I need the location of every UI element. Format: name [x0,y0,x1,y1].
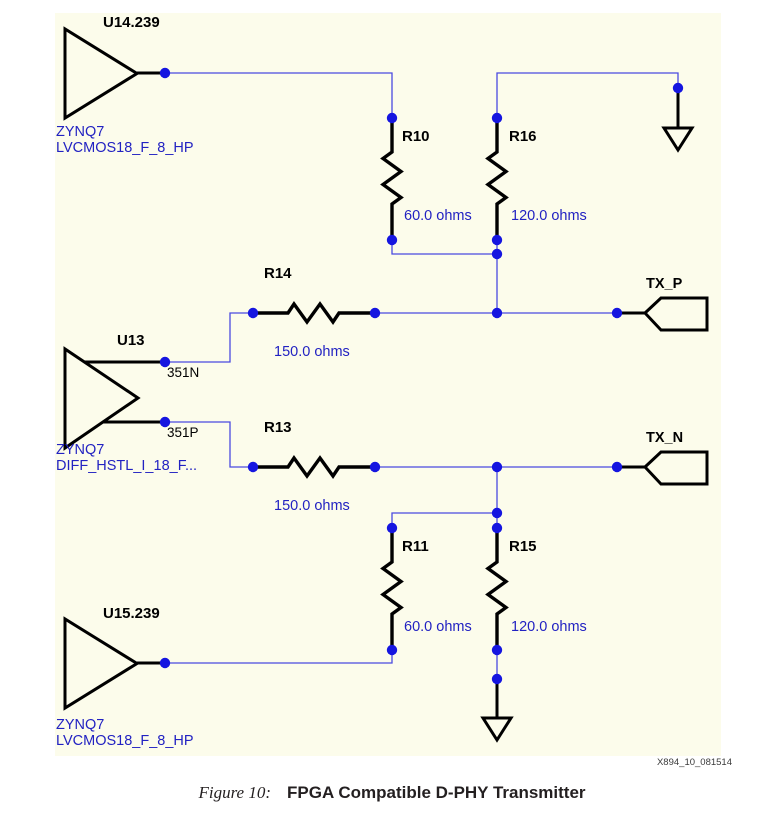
u14-iostandard: LVCMOS18_F_8_HP [56,140,194,156]
u14-properties: ZYNQ7 LVCMOS18_F_8_HP [56,124,194,156]
buffer-u14-symbol [63,26,162,121]
figure-watermark: X894_10_081514 [656,757,732,768]
resistor-r16-symbol [485,122,509,237]
r15-refdes: R15 [509,538,537,555]
u13-iostandard: DIFF_HSTL_I_18_F... [56,458,198,474]
u15-properties: ZYNQ7 LVCMOS18_F_8_HP [56,717,194,749]
figure-caption: Figure 10: FPGA Compatible D-PHY Transmit… [0,783,784,803]
r15-value: 120.0 ohms [511,619,587,635]
buffer-u15-symbol [63,616,162,711]
ground-top-icon [661,92,695,153]
net-txn-line [375,466,617,528]
net-351n-to-r14 [165,312,253,363]
resistor-r11-symbol [380,532,404,646]
port-txp-symbol [621,296,709,332]
r13-value: 150.0 ohms [274,498,350,514]
r16-refdes: R16 [509,128,537,145]
u13-pin-351p: 351P [167,425,199,440]
u13-pin-351n: 351N [167,365,200,380]
port-txn-symbol [621,450,709,486]
buffer-u13-symbol [63,346,162,451]
u13-refdes: U13 [117,332,145,349]
junction-dots [159,67,684,685]
r10-refdes: R10 [402,128,430,145]
figure-number: Figure 10: [198,783,272,802]
u14-refdes: U14.239 [103,14,160,31]
net-351p-to-r13 [165,421,253,468]
r16-value: 120.0 ohms [511,208,587,224]
ground-bottom-icon [480,683,514,743]
r13-refdes: R13 [264,419,292,436]
r10-value: 60.0 ohms [404,208,472,224]
net-r16-to-gnd-top [496,72,679,118]
u13-device: ZYNQ7 [56,442,105,458]
u15-refdes: U15.239 [103,605,160,622]
net-u14-to-r10 [165,72,393,118]
figure-title: FPGA Compatible D-PHY Transmitter [287,783,586,802]
schematic-canvas [55,13,721,756]
net-r10-r16-bottom [391,240,498,313]
r14-refdes: R14 [264,265,292,282]
r14-value: 150.0 ohms [274,344,350,360]
u14-device: ZYNQ7 [56,124,105,140]
u15-iostandard: LVCMOS18_F_8_HP [56,733,194,749]
u13-properties: ZYNQ7 DIFF_HSTL_I_18_F... [56,442,197,474]
resistor-r14-symbol [257,301,372,325]
net-r11-to-u15 [165,650,393,664]
r11-refdes: R11 [402,538,429,555]
resistor-r15-symbol [485,532,509,646]
resistor-r13-symbol [257,455,372,479]
port-txn-label: TX_N [646,430,684,446]
u15-device: ZYNQ7 [56,717,105,733]
r11-value: 60.0 ohms [404,619,472,635]
resistor-r10-symbol [380,122,404,237]
port-txp-label: TX_P [646,276,683,292]
